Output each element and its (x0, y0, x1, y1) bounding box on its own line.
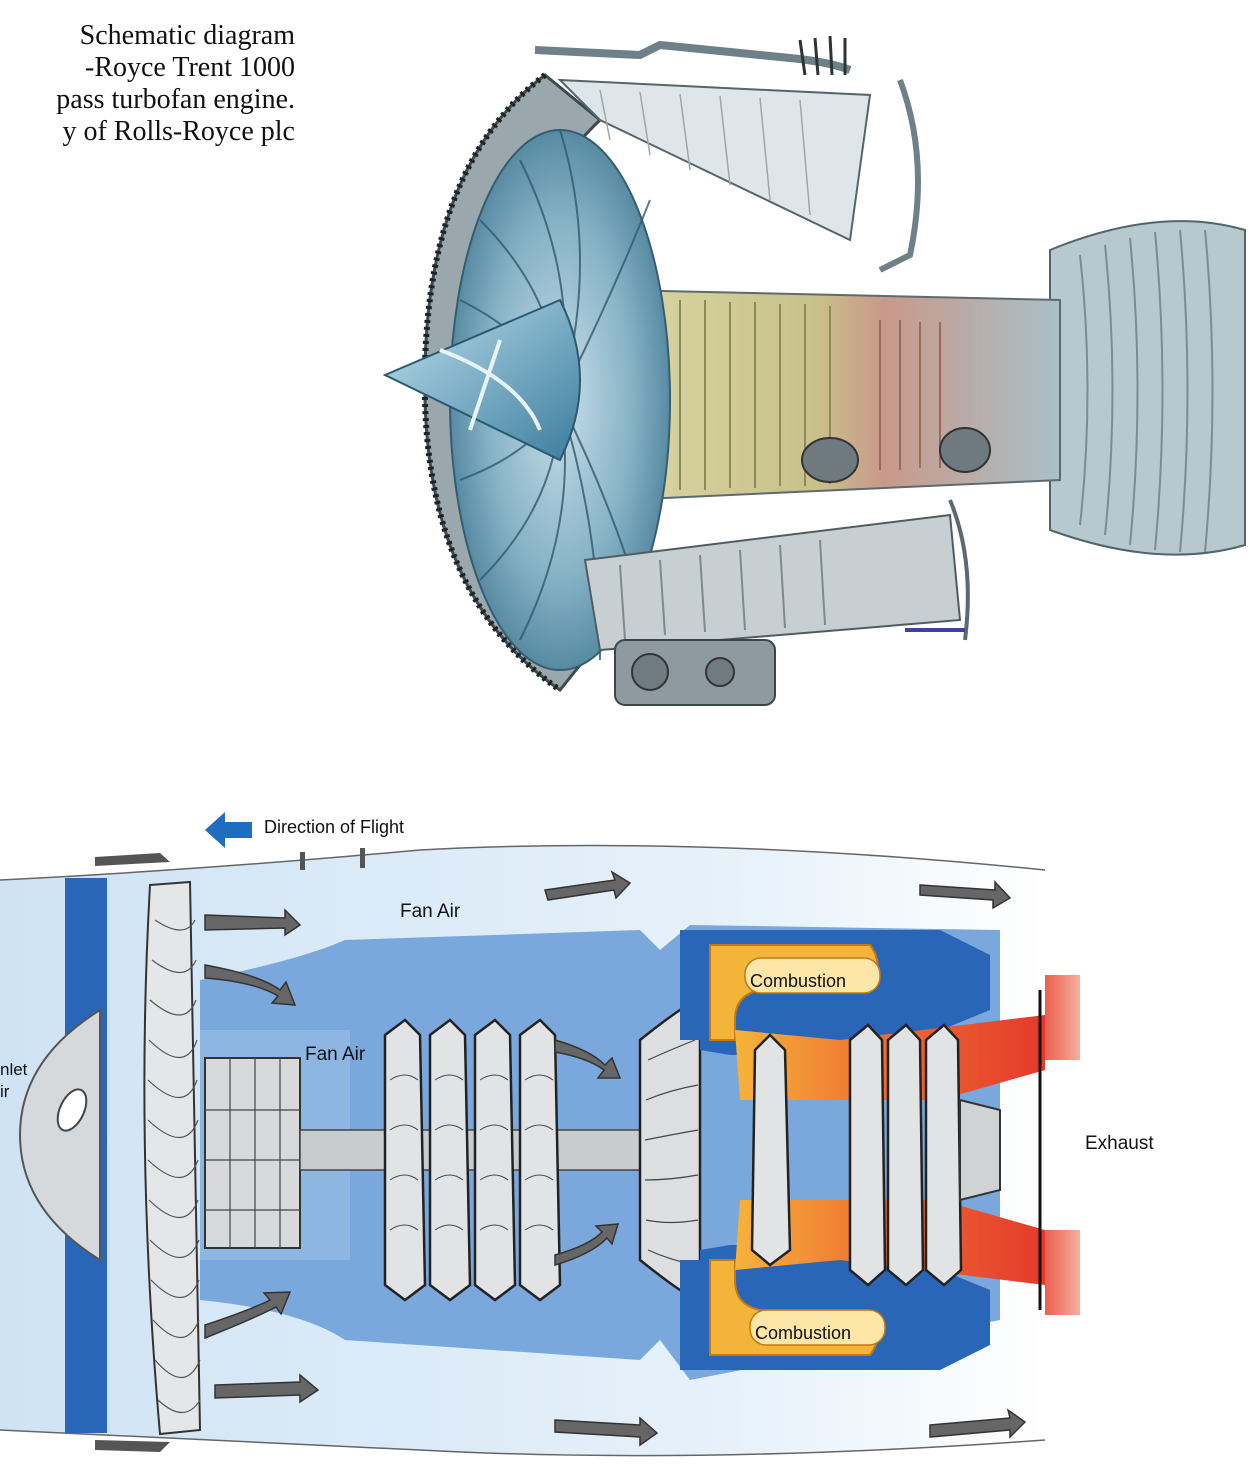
caption-line-1: Schematic diagram (79, 20, 295, 51)
inlet-air-label-line-2: ir (0, 1082, 10, 1101)
figure-caption: Schematic diagram -Royce Trent 1000 pass… (0, 20, 295, 148)
caption-line-2: -Royce Trent 1000 (85, 52, 295, 83)
compressor-stages (383, 1018, 562, 1302)
exhaust-label: Exhaust (1085, 1133, 1154, 1154)
combustion-bottom-label: Combustion (755, 1323, 851, 1343)
fan-air-inner-label: Fan Air (305, 1044, 366, 1065)
flow-arrows (204, 870, 1027, 1447)
schematic-cross-section: Direction of Flight Fan Air Fan Air Comb… (0, 812, 1154, 1457)
inlet-air-label-line-1: nlet (0, 1060, 28, 1079)
direction-arrow-icon (205, 812, 252, 848)
fan-air-outer-label: Fan Air (400, 901, 461, 922)
combustion-top-label: Combustion (750, 971, 846, 991)
caption-line-3: pass turbofan engine. (56, 84, 295, 115)
cutaway-engine-illustration (382, 35, 1246, 706)
caption-line-4: y of Rolls-Royce plc (62, 116, 295, 147)
direction-of-flight-label: Direction of Flight (264, 817, 404, 837)
